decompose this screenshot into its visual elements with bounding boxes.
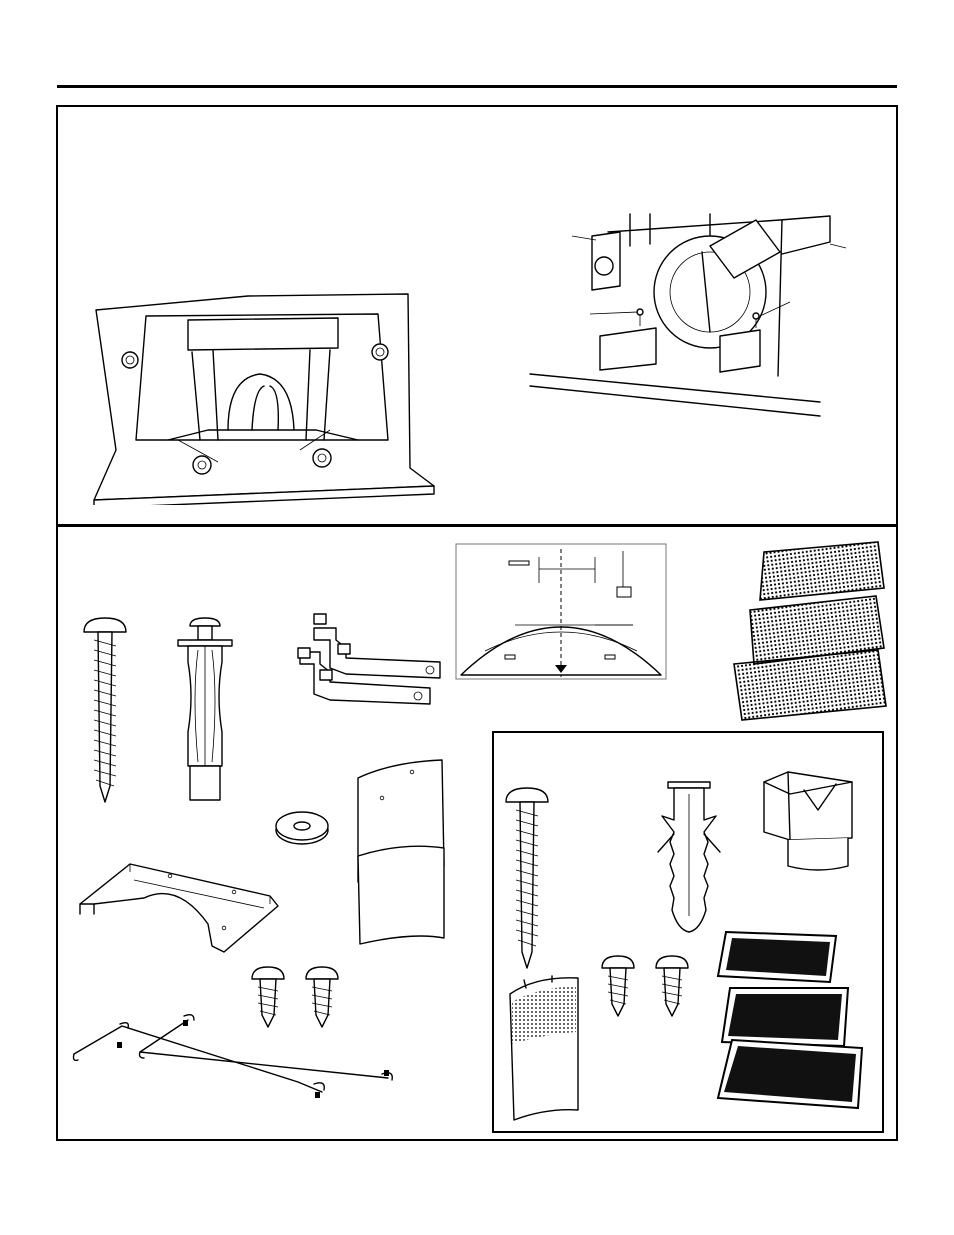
motor-housing-detail [520,206,860,421]
wire-hanger-bracket-icon [68,996,400,1106]
long-screw-icon [80,616,130,806]
metal-grease-filter-icon [718,538,890,724]
charcoal-filter-icon [712,926,868,1110]
frame-divider [56,524,898,527]
duct-cover-icon [352,756,452,948]
installation-diagram [455,543,667,680]
toggle-bolt-anchor-icon [170,616,240,802]
washer-icon [272,808,332,848]
ceiling-duct-bracket-icon [74,858,280,954]
perforated-duct-cover-icon [506,974,582,1122]
header-rule [57,85,897,88]
short-screw-icon [598,954,698,1018]
plastic-wall-anchor-icon [650,780,730,936]
mounting-bracket-pair-icon [290,610,450,720]
long-screw-icon [502,786,552,972]
duct-transition-adapter-icon [758,770,858,874]
hood-interior-view [88,290,440,505]
